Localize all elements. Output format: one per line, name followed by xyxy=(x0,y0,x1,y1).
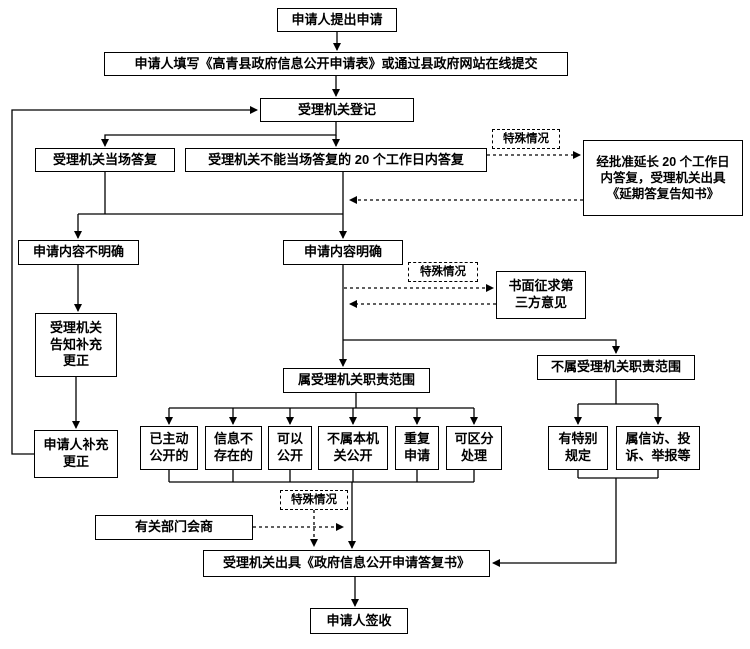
node-can-public: 可以 公开 xyxy=(268,426,312,470)
node-repeat-apply: 重复 申请 xyxy=(395,426,439,470)
node-in-scope: 属受理机关职责范围 xyxy=(283,368,430,393)
node-already-public: 已主动 公开的 xyxy=(140,426,198,470)
node-extension: 经批准延长 20 个工作日 内答复，受理机关出具 《延期答复告知书》 xyxy=(583,140,743,216)
node-register: 受理机关登记 xyxy=(260,98,414,122)
node-sign: 申请人签收 xyxy=(310,608,408,634)
node-not-exist: 信息不 存在的 xyxy=(205,426,262,470)
dashed-edges xyxy=(253,151,583,547)
node-fill-form: 申请人填写《高青县政府信息公开申请表》或通过县政府网站在线提交 xyxy=(104,52,568,76)
node-separable: 可区分 处理 xyxy=(446,426,502,470)
node-onsite-reply: 受理机关当场答复 xyxy=(35,148,175,172)
node-apply: 申请人提出申请 xyxy=(277,8,397,32)
node-unclear: 申请内容不明确 xyxy=(18,240,139,265)
node-special-rules: 有特别 规定 xyxy=(548,426,608,470)
node-reply-20days: 受理机关不能当场答复的 20 个工作日内答复 xyxy=(185,148,487,172)
node-consult: 有关部门会商 xyxy=(95,515,253,540)
node-not-this-org: 不属本机 关公开 xyxy=(318,426,388,470)
node-petition: 属信访、投 诉、举报等 xyxy=(616,426,700,470)
solid-edges xyxy=(11,32,662,607)
label-special-case-2: 特殊情况 xyxy=(408,262,478,282)
node-reply-doc: 受理机关出具《政府信息公开申请答复书》 xyxy=(203,550,490,577)
node-out-scope: 不属受理机关职责范围 xyxy=(537,355,695,380)
node-clear: 申请内容明确 xyxy=(283,240,403,265)
label-special-case-1: 特殊情况 xyxy=(492,129,560,149)
label-special-case-3: 特殊情况 xyxy=(280,490,348,510)
node-third-party: 书面征求第 三方意见 xyxy=(496,271,586,319)
node-notify-supplement: 受理机关 告知补充 更正 xyxy=(35,313,117,377)
node-applicant-supplement: 申请人补充 更正 xyxy=(34,430,118,478)
